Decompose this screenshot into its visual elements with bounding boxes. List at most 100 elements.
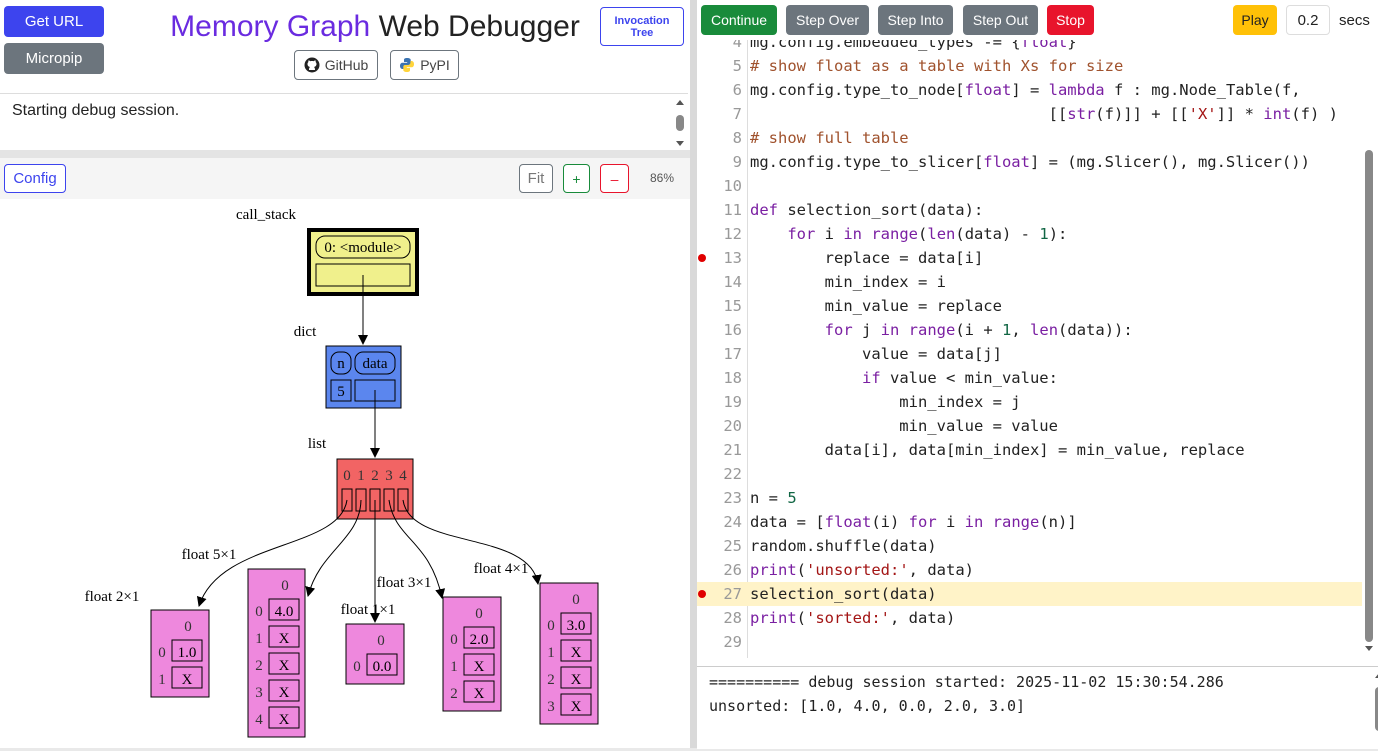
- code-line[interactable]: 13 replace = data[i]: [697, 246, 1362, 270]
- step-into-button[interactable]: Step Into: [878, 5, 953, 35]
- code-line[interactable]: 16 for j in range(i + 1, len(data)):: [697, 318, 1362, 342]
- float-header-0: 0: [184, 619, 192, 635]
- code-line[interactable]: 28print('sorted:', data): [697, 606, 1362, 630]
- line-code: data[i], data[min_index] = min_value, re…: [750, 438, 1245, 462]
- float-row-value: X: [182, 672, 193, 688]
- line-code: min_index = j: [750, 390, 1021, 414]
- pypi-button[interactable]: PyPI: [390, 50, 459, 80]
- line-number[interactable]: 14: [697, 270, 742, 294]
- float-row-value: X: [474, 686, 485, 702]
- console-output[interactable]: ========== debug session started: 2025-1…: [697, 666, 1378, 749]
- github-button[interactable]: GitHub: [294, 50, 378, 80]
- title-web-debugger: Web Debugger: [379, 10, 580, 43]
- line-number[interactable]: 15: [697, 294, 742, 318]
- step-out-button[interactable]: Step Out: [963, 5, 1038, 35]
- horizontal-splitter[interactable]: [0, 150, 690, 158]
- line-code: min_value = replace: [750, 294, 1002, 318]
- code-line[interactable]: 18 if value < min_value:: [697, 366, 1362, 390]
- line-code: min_value = value: [750, 414, 1058, 438]
- code-line[interactable]: 20 min_value = value: [697, 414, 1362, 438]
- line-number[interactable]: 18: [697, 366, 742, 390]
- code-line[interactable]: 15 min_value = replace: [697, 294, 1362, 318]
- line-number[interactable]: 26: [697, 558, 742, 582]
- config-button[interactable]: Config: [4, 164, 66, 193]
- zoom-in-button[interactable]: +: [563, 164, 590, 193]
- invocation-tree-button[interactable]: Invocation Tree: [600, 7, 684, 46]
- current-code-line[interactable]: 27selection_sort(data): [697, 582, 1362, 606]
- code-line[interactable]: 25random.shuffle(data): [697, 534, 1362, 558]
- left-pane: Get URL Micropip Memory Graph Web Debugg…: [0, 0, 690, 748]
- code-line[interactable]: 10: [697, 174, 1362, 198]
- line-number[interactable]: 24: [697, 510, 742, 534]
- code-line[interactable]: 19 min_index = j: [697, 390, 1362, 414]
- code-line[interactable]: 29: [697, 630, 1362, 654]
- line-number[interactable]: 22: [697, 462, 742, 486]
- line-number[interactable]: 29: [697, 630, 742, 654]
- code-line[interactable]: 26print('unsorted:', data): [697, 558, 1362, 582]
- stop-button[interactable]: Stop: [1047, 5, 1094, 35]
- line-number[interactable]: 21: [697, 438, 742, 462]
- line-number[interactable]: 23: [697, 486, 742, 510]
- code-line[interactable]: 6mg.config.type_to_node[float] = lambda …: [697, 78, 1362, 102]
- code-line[interactable]: 8# show full table: [697, 126, 1362, 150]
- play-button[interactable]: Play: [1233, 5, 1277, 35]
- line-number[interactable]: 28: [697, 606, 742, 630]
- float-label-0: float 2×1: [85, 589, 140, 605]
- status-output[interactable]: Starting debug session.: [0, 93, 688, 150]
- line-number[interactable]: 19: [697, 390, 742, 414]
- line-number[interactable]: 12: [697, 222, 742, 246]
- float-label-3: float 3×1: [377, 575, 432, 591]
- line-number[interactable]: 27: [697, 582, 742, 606]
- line-number[interactable]: 9: [697, 150, 742, 174]
- line-number[interactable]: 13: [697, 246, 742, 270]
- code-line[interactable]: 22: [697, 462, 1362, 486]
- line-code: value = data[j]: [750, 342, 1002, 366]
- line-number[interactable]: 11: [697, 198, 742, 222]
- line-number[interactable]: 16: [697, 318, 742, 342]
- code-line[interactable]: 9mg.config.type_to_slicer[float] = (mg.S…: [697, 150, 1362, 174]
- line-code: [[str(f)]] + [['X']] * int(f) ): [750, 102, 1338, 126]
- code-line[interactable]: 4mg.config.embedded_types -= {float}: [697, 40, 1362, 54]
- continue-button[interactable]: Continue: [701, 5, 777, 35]
- zoom-level: 86%: [650, 171, 674, 185]
- code-editor[interactable]: 4mg.config.embedded_types -= {float}5 # s…: [697, 40, 1378, 658]
- code-line[interactable]: 11def selection_sort(data):: [697, 198, 1362, 222]
- code-line[interactable]: 24data = [float(i) for i in range(n)]: [697, 510, 1362, 534]
- code-line[interactable]: 12 for i in range(len(data) - 1):: [697, 222, 1362, 246]
- editor-scrollbar[interactable]: [1363, 40, 1375, 658]
- line-number[interactable]: 17: [697, 342, 742, 366]
- play-interval-input[interactable]: 0.2: [1286, 5, 1330, 35]
- line-number[interactable]: 10: [697, 174, 742, 198]
- code-line[interactable]: 21 data[i], data[min_index] = min_value,…: [697, 438, 1362, 462]
- line-number[interactable]: 7: [697, 102, 742, 126]
- line-number[interactable]: 5: [697, 54, 742, 78]
- line-number[interactable]: 25: [697, 534, 742, 558]
- code-line[interactable]: 14 min_index = i: [697, 270, 1362, 294]
- console-line: unsorted: [1.0, 4.0, 0.0, 2.0, 3.0]: [709, 697, 1025, 715]
- code-line[interactable]: 17 value = data[j]: [697, 342, 1362, 366]
- status-scrollbar[interactable]: [674, 98, 686, 148]
- float-row-value: X: [279, 658, 290, 674]
- step-over-button[interactable]: Step Over: [786, 5, 869, 35]
- console-scrollbar[interactable]: [1363, 671, 1375, 747]
- github-label: GitHub: [325, 57, 369, 73]
- float-row-index: 3: [255, 685, 263, 701]
- float-row-index: 1: [450, 659, 458, 675]
- line-number[interactable]: 20: [697, 414, 742, 438]
- code-line[interactable]: 5 # show float as a table with Xs for siz…: [697, 54, 1362, 78]
- fit-button[interactable]: Fit: [519, 164, 553, 193]
- line-number[interactable]: 8: [697, 126, 742, 150]
- get-url-button[interactable]: Get URL: [4, 6, 104, 37]
- code-line[interactable]: 7 [[str(f)]] + [['X']] * int(f) ): [697, 102, 1362, 126]
- float-row-value: X: [279, 685, 290, 701]
- line-code: # show float as a table with Xs for size: [750, 54, 1123, 78]
- frame-label: 0: <module>: [324, 240, 401, 256]
- zoom-out-button[interactable]: –: [600, 164, 629, 193]
- code-line[interactable]: 23n = 5: [697, 486, 1362, 510]
- line-number[interactable]: 4: [697, 40, 742, 54]
- memory-graph-canvas[interactable]: call_stack 0: <module> dict n data 5 lis…: [0, 200, 688, 746]
- pypi-icon: [399, 57, 415, 73]
- line-number[interactable]: 6: [697, 78, 742, 102]
- vertical-splitter[interactable]: [690, 0, 697, 748]
- micropip-button[interactable]: Micropip: [4, 43, 104, 74]
